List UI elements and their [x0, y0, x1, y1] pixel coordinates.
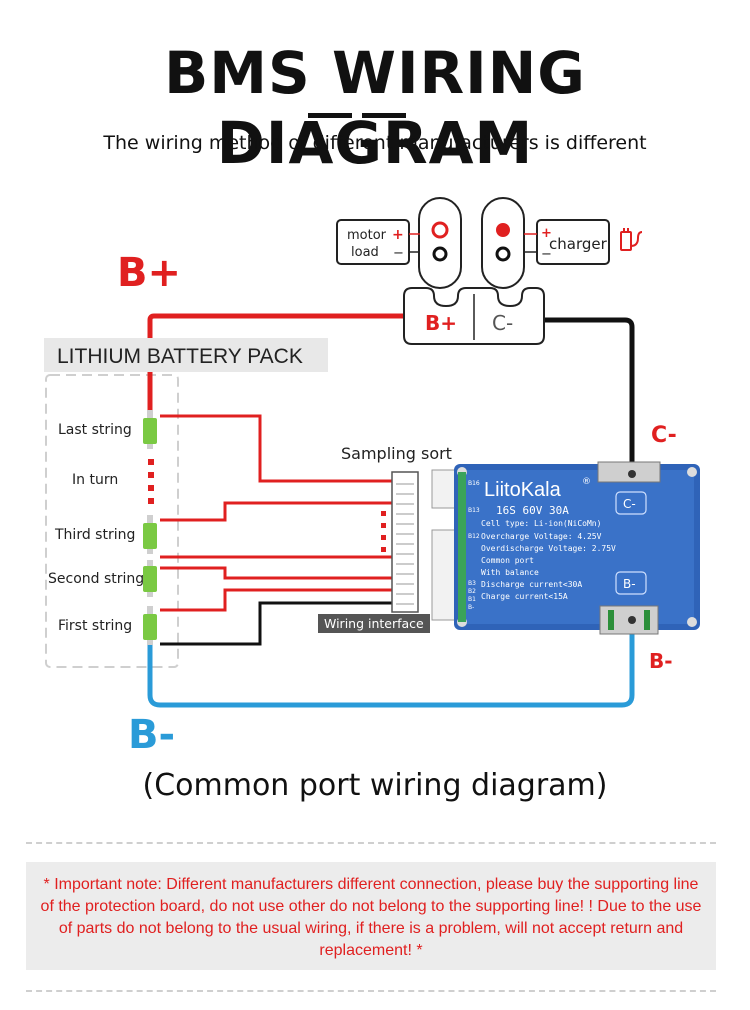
board-model: 16S 60V 30A — [496, 504, 569, 517]
continuation-dots — [381, 511, 386, 552]
board-pin: B1 — [468, 596, 476, 603]
charger-minus: − — [541, 247, 552, 262]
cell-last — [143, 410, 157, 449]
connector-b-plus: B+ — [425, 311, 457, 335]
charger-plug-icon — [620, 228, 643, 251]
charger-box: + − charger — [524, 219, 610, 265]
sampling-connector — [391, 469, 459, 621]
cell-first — [143, 606, 157, 645]
board-reg-mark: ® — [582, 477, 591, 487]
board-pin: B12 — [468, 533, 480, 540]
board-b-minus-pad: B- — [623, 577, 636, 591]
important-note: * Important note: Different manufacturer… — [40, 876, 702, 959]
board-spec: Discharge current<30A — [481, 580, 582, 589]
divider-bottom — [26, 990, 716, 992]
b-minus-side-label: B- — [649, 649, 673, 673]
plug-right — [481, 197, 525, 289]
label-in-turn: In turn — [72, 472, 118, 488]
b-plus-wire — [147, 313, 405, 425]
board-spec: Overdischarge Voltage: 2.75V — [481, 544, 616, 553]
motor-plus: + — [392, 227, 404, 243]
wiring-interface-label: Wiring interface — [324, 616, 424, 631]
plug-left — [418, 197, 462, 289]
motor-load-box: motor load + − — [336, 219, 420, 265]
title-underline — [308, 113, 406, 118]
motor-minus: − — [393, 246, 404, 261]
wiring-interface-band — [318, 614, 430, 633]
board-spec: Common port — [481, 556, 534, 565]
load-label: load — [351, 245, 379, 260]
label-last-string: Last string — [58, 422, 132, 438]
cell-second — [143, 560, 157, 597]
subtitle: The wiring method of different manufactu… — [103, 132, 647, 154]
label-third-string: Third string — [54, 527, 135, 543]
page-title: BMS WIRING DIAGRAM — [164, 39, 586, 177]
board-spec: Cell type: Li-ion(NiCoMn) — [481, 519, 601, 528]
connector-c-minus: C- — [492, 311, 513, 335]
board-brand: LiitoKala — [484, 479, 562, 501]
cell-third — [143, 515, 157, 554]
board-pin: B13 — [468, 507, 480, 514]
charger-label: charger — [549, 235, 608, 253]
b-minus-label: B- — [128, 712, 175, 758]
pack-label: LITHIUM BATTERY PACK — [57, 345, 303, 368]
output-connector: B+ C- — [403, 287, 545, 345]
c-minus-wire — [540, 317, 635, 480]
board-spec: Overcharge Voltage: 4.25V — [481, 532, 602, 541]
c-minus-side-label: C- — [651, 423, 677, 448]
board-spec: With balance — [481, 568, 539, 577]
board-pin: B3 — [468, 580, 476, 587]
pack-label-band — [44, 338, 328, 372]
b-plus-label: B+ — [117, 250, 181, 296]
in-turn-dots — [148, 459, 154, 504]
battery-cells — [143, 410, 157, 645]
b-minus-wire — [147, 625, 635, 708]
label-first-string: First string — [58, 618, 132, 634]
board-pin: B2 — [468, 588, 476, 595]
sampling-wires — [160, 414, 392, 646]
board-pin: B16 — [468, 480, 480, 487]
charger-plus: + — [541, 226, 552, 241]
bms-board: C- B- LiitoKala ® 16S 60V 30A Cell type:… — [454, 461, 700, 635]
board-pin: B- — [468, 604, 474, 611]
board-spec: Charge current<15A — [481, 592, 568, 601]
note-box — [26, 862, 716, 970]
diagram-caption: (Common port wiring diagram) — [142, 768, 608, 803]
label-second-string: Second string — [48, 571, 144, 587]
sampling-sort-label: Sampling sort — [341, 444, 452, 463]
wiring-diagram: LITHIUM BATTERY PACK Last string In turn… — [44, 197, 700, 758]
motor-label: motor — [347, 228, 387, 243]
divider-top — [26, 842, 716, 844]
board-c-minus-pad: C- — [623, 497, 636, 511]
